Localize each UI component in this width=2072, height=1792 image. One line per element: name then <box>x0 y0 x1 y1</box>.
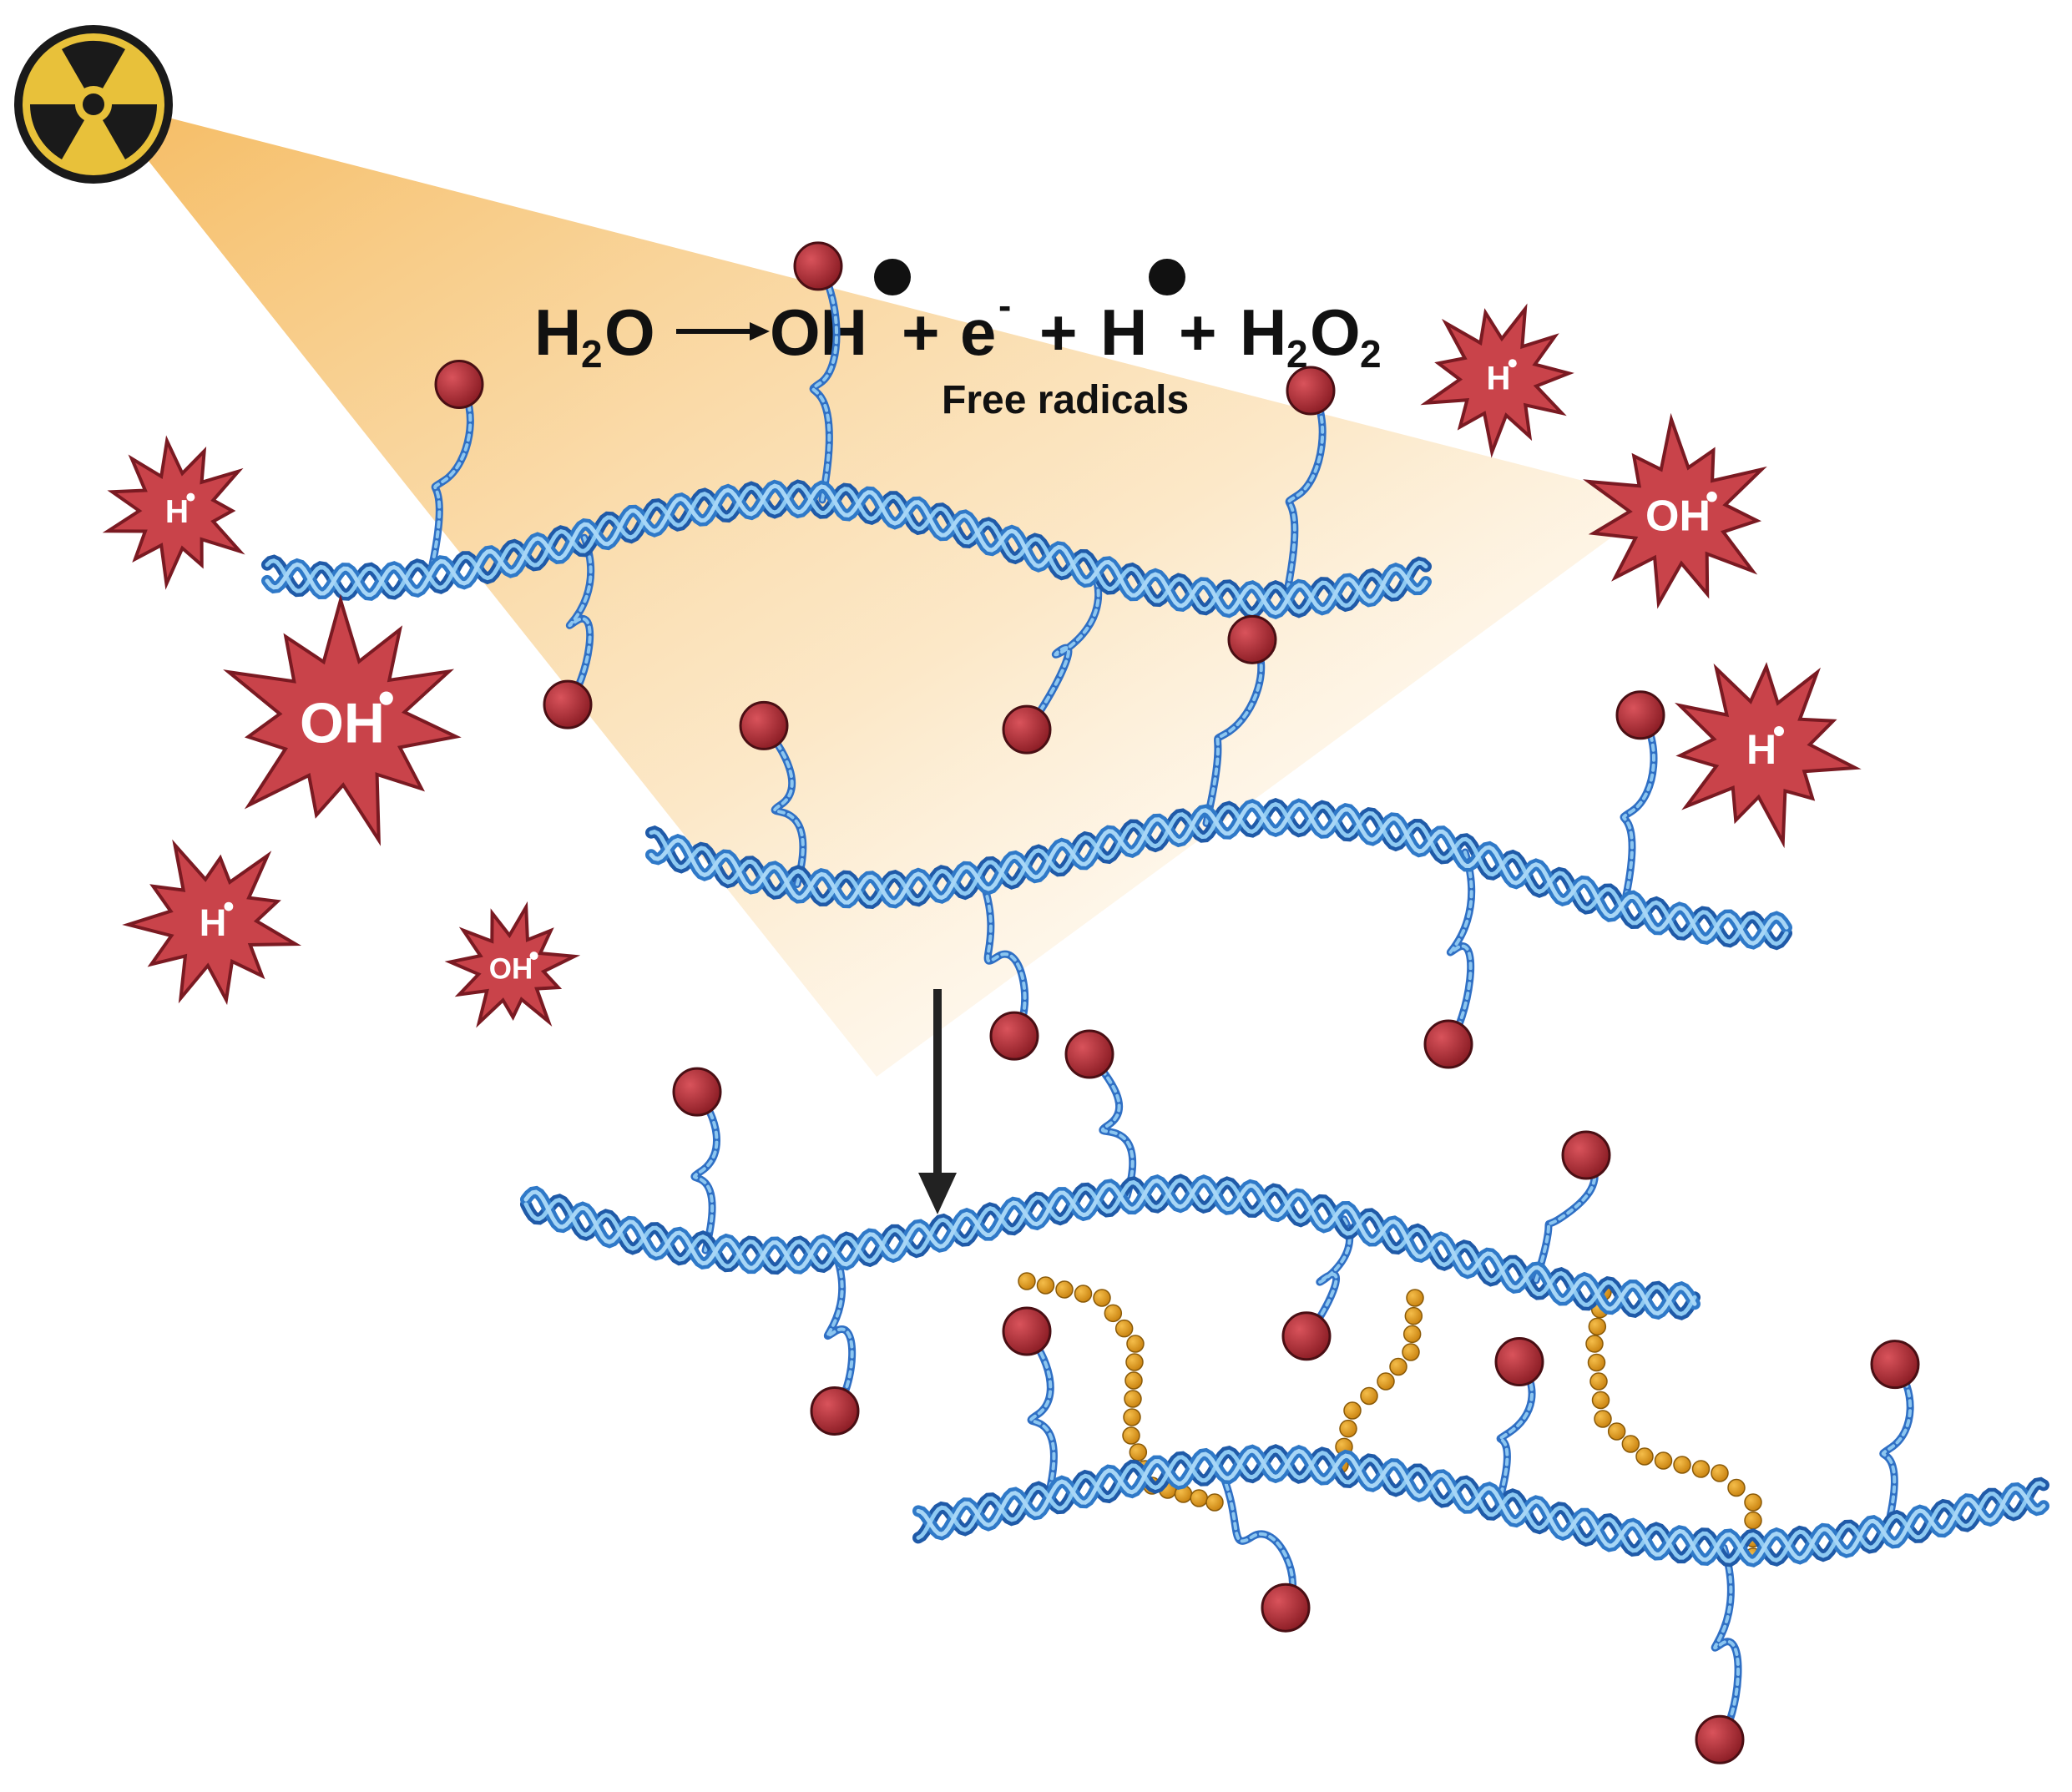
radical-label: H <box>165 494 189 530</box>
radiolysis-equation: H 2 O OH + e - + H + H 2 O 2 Free radica… <box>534 259 1382 422</box>
radical-dot-icon <box>379 691 393 705</box>
starburst-icon: H <box>122 839 302 1006</box>
pendant-bead-icon <box>1532 1130 1611 1285</box>
radical-dot-icon <box>529 952 538 961</box>
pendant-bead-icon <box>1002 1306 1058 1502</box>
polymer-chain-layer <box>261 241 2049 1764</box>
pendant-bead-icon <box>1870 1340 1920 1536</box>
eq-plus-1: + <box>902 295 940 369</box>
eq-reactant-sub: 2 <box>581 332 603 376</box>
pendant-bead-icon <box>1423 848 1476 1069</box>
radical-dot-icon <box>186 492 195 502</box>
radiation-trefoil-icon <box>14 25 173 184</box>
pendant-bead-icon <box>1281 366 1336 603</box>
radical-dot-icon <box>1149 259 1185 295</box>
radical-dot-icon <box>1706 491 1717 502</box>
pendant-bead-icon <box>1002 567 1103 755</box>
radical-dot-icon <box>1774 726 1784 736</box>
starburst-icon: H <box>102 435 245 590</box>
free-radicals-caption: Free radicals <box>942 378 1189 422</box>
radical-dot-icon <box>224 901 234 911</box>
pendant-bead-icon <box>793 241 843 504</box>
pendant-bead-icon <box>1281 1215 1354 1361</box>
pendant-bead-icon <box>672 1067 722 1254</box>
eq-plus-3: + <box>1179 295 1217 369</box>
pendant-bead-icon <box>1215 1461 1311 1633</box>
pendant-bead-icon <box>426 359 484 580</box>
pendant-bead-icon <box>1695 1543 1745 1764</box>
radical-dot-icon <box>874 259 911 295</box>
pendant-bead-icon <box>1064 1029 1136 1200</box>
free-radical-layer: H OH H OH H OH H <box>102 303 1862 1028</box>
radical-label: OH <box>1645 492 1711 541</box>
eq-electron: e <box>960 295 996 369</box>
radiation-beam <box>100 100 1661 1077</box>
radical-label: H <box>200 901 227 944</box>
crosslink-layer <box>1018 1272 1762 1566</box>
eq-hydrogen: H <box>1100 295 1147 369</box>
polymer-chain <box>912 1306 2049 1764</box>
eq-peroxide-o: O <box>1310 295 1361 369</box>
radical-dot-icon <box>1508 359 1517 368</box>
radical-label: OH <box>300 691 385 755</box>
eq-peroxide-h: H <box>1240 295 1286 369</box>
process-arrow-icon <box>918 989 957 1214</box>
eq-plus-2: + <box>1039 295 1078 369</box>
eq-electron-sup: - <box>998 284 1011 327</box>
pendant-bead-icon <box>543 533 595 729</box>
pendant-bead-icon <box>739 700 807 888</box>
radical-label: H <box>1746 726 1776 773</box>
pendant-bead-icon <box>977 873 1039 1061</box>
polymer-chain <box>261 241 1432 755</box>
reaction-arrow-icon <box>676 322 770 341</box>
radical-label: H <box>1487 360 1511 396</box>
starburst-icon: H <box>1674 662 1862 849</box>
double-helix-icon <box>645 798 1792 951</box>
starburst-icon: OH <box>1583 412 1767 609</box>
polymer-chain <box>520 1029 1701 1436</box>
eq-peroxide-sub2: 2 <box>1360 332 1382 376</box>
bead-chain-icon <box>1331 1289 1424 1474</box>
radical-label: OH <box>489 953 533 986</box>
double-helix-icon <box>261 479 1432 620</box>
eq-reactant: H <box>534 295 581 369</box>
pendant-bead-icon <box>1494 1337 1544 1508</box>
starburst-icon: H <box>1420 303 1574 458</box>
pendant-bead-icon <box>1202 614 1277 827</box>
eq-hydroxyl: OH <box>770 295 867 369</box>
double-helix-icon <box>520 1174 1701 1320</box>
eq-reactant-tail: O <box>604 295 655 369</box>
starburst-icon: OH <box>223 593 462 846</box>
double-helix-icon <box>912 1444 2049 1567</box>
starburst-icon: OH <box>444 901 581 1028</box>
pendant-bead-icon <box>1615 690 1665 911</box>
polymer-chain <box>645 614 1792 1069</box>
pendant-bead-icon <box>810 1248 860 1436</box>
